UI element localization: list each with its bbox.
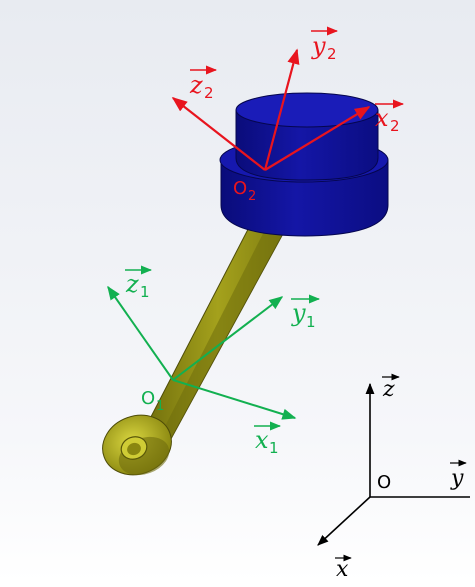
svg-text:1: 1 xyxy=(269,439,279,457)
frame1-origin-label: O 1 xyxy=(141,388,164,414)
svg-text:z: z xyxy=(125,270,139,298)
frame-0: z y x O xyxy=(317,373,470,582)
frame2-z-axis xyxy=(171,97,266,171)
svg-text:2: 2 xyxy=(204,84,214,102)
frame0-x-label: x xyxy=(335,554,352,582)
svg-text:x: x xyxy=(336,557,349,582)
svg-text:y: y xyxy=(311,32,326,60)
frame0-z-label: z xyxy=(382,373,400,402)
svg-text:2: 2 xyxy=(248,189,256,204)
frame-1: z 1 y 1 x 1 O 1 xyxy=(107,265,321,457)
svg-text:x: x xyxy=(375,104,389,132)
frame2-origin-label: O 2 xyxy=(233,178,256,204)
svg-text:2: 2 xyxy=(390,117,400,135)
svg-text:x: x xyxy=(255,426,269,454)
connecting-rod xyxy=(102,209,297,476)
frame1-z-label: z 1 xyxy=(125,265,153,301)
svg-text:y: y xyxy=(291,299,306,327)
svg-text:z: z xyxy=(382,377,395,402)
svg-text:1: 1 xyxy=(140,283,150,301)
frame-2: y 2 z 2 x 2 O 2 xyxy=(171,26,405,204)
svg-text:y: y xyxy=(450,466,464,491)
frame2-y-label: y 2 xyxy=(311,26,339,63)
frame1-x-label: x 1 xyxy=(254,421,282,457)
svg-text:1: 1 xyxy=(156,399,164,414)
frame0-y-label: y xyxy=(450,459,467,491)
svg-text:2: 2 xyxy=(327,45,337,63)
svg-text:O: O xyxy=(141,388,155,409)
frame2-x-label: x 2 xyxy=(375,99,405,135)
svg-text:1: 1 xyxy=(306,313,316,331)
frame2-y-axis xyxy=(263,48,300,171)
frame0-origin-label: O xyxy=(377,472,391,493)
frame2-z-label: z 2 xyxy=(189,65,218,102)
svg-text:z: z xyxy=(189,71,203,99)
frame1-y-label: y 1 xyxy=(291,294,321,331)
frame1-y-axis xyxy=(172,296,284,381)
svg-text:O: O xyxy=(233,178,247,199)
piston xyxy=(219,92,389,237)
frame1-x-axis xyxy=(172,379,297,420)
frame0-x-axis xyxy=(317,496,371,546)
frame1-z-axis xyxy=(107,285,174,381)
frame2-x-axis xyxy=(264,106,371,171)
